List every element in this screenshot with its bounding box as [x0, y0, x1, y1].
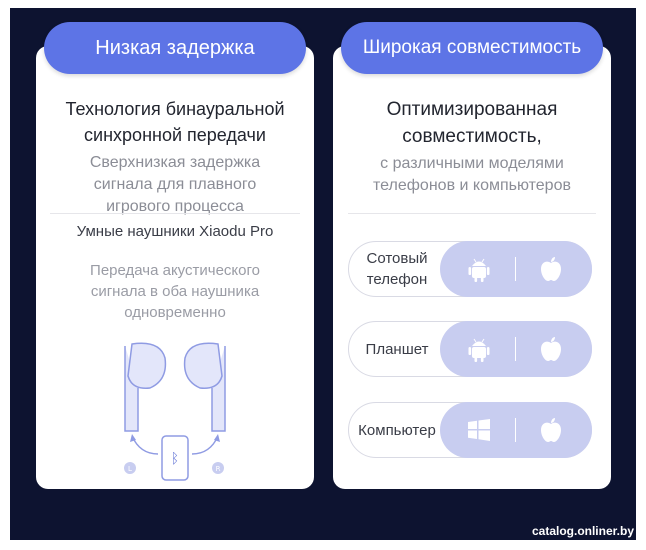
- product-name: Умные наушники Xiaodu Pro: [76, 223, 274, 240]
- right-earbud-icon: [183, 342, 226, 432]
- windows-icon: [468, 419, 490, 441]
- left-title: Технология бинауральной синхронной перед…: [36, 96, 314, 148]
- os-bar: [440, 402, 592, 458]
- left-desc-line3: игрового процесса: [106, 198, 244, 215]
- device-label-line2: телефон: [366, 271, 428, 288]
- right-description: с различными моделями телефонов и компью…: [333, 153, 611, 197]
- left-marker-label: L: [128, 465, 132, 473]
- os-separator: [515, 337, 516, 361]
- compatibility-badge: Широкая совместимость: [341, 22, 603, 74]
- right-desc-line1: с различными моделями: [380, 155, 564, 172]
- left-marker-icon: [124, 462, 136, 474]
- right-title-line1: Оптимизированная: [386, 99, 558, 120]
- apple-icon: [541, 337, 561, 361]
- phone-icon: ᛒ: [161, 435, 189, 481]
- note-line1: Передача акустического: [90, 262, 260, 279]
- right-title-line2: совместимость,: [402, 126, 542, 147]
- device-row-phone: Сотовый телефон: [348, 241, 592, 297]
- right-marker-label: R: [216, 465, 221, 473]
- android-icon: [468, 258, 490, 282]
- svg-text:ᛒ: ᛒ: [171, 451, 179, 467]
- right-desc-line2: телефонов и компьютеров: [373, 177, 571, 194]
- apple-icon: [541, 418, 561, 442]
- left-title-line2: синхронной передачи: [84, 125, 266, 145]
- right-marker-icon: [212, 462, 224, 474]
- device-row-computer: Компьютер: [348, 402, 592, 458]
- device-label: Сотовый телефон: [349, 242, 445, 296]
- left-desc-line1: Сверхнизкая задержка: [89, 154, 261, 171]
- device-label: Планшет: [349, 322, 445, 376]
- left-earbud-icon: [124, 342, 167, 432]
- left-divider: [50, 213, 300, 214]
- low-latency-badge: Низкая задержка: [44, 22, 306, 74]
- note-line2: сигнала в оба наушника: [90, 283, 260, 300]
- apple-icon: [541, 257, 561, 281]
- left-title-line1: Технология бинауральной: [65, 99, 285, 119]
- os-bar: [440, 321, 592, 377]
- binaural-diagram: ᛒ L R: [124, 342, 226, 481]
- low-latency-card: [36, 46, 314, 489]
- device-label-line1: Планшет: [365, 340, 429, 358]
- device-label: Компьютер: [349, 403, 445, 457]
- device-label-line1: Сотовый: [366, 250, 428, 267]
- os-separator: [515, 257, 516, 281]
- watermark: catalog.onliner.by: [531, 524, 634, 538]
- note-line3: одновременно: [124, 304, 226, 321]
- left-desc-line2: сигнала для плавного: [93, 176, 257, 193]
- transmission-note: Передача акустического сигнала в оба нау…: [36, 260, 314, 323]
- os-separator: [515, 418, 516, 442]
- right-title: Оптимизированная совместимость,: [333, 96, 611, 150]
- os-bar: [440, 241, 592, 297]
- device-row-tablet: Планшет: [348, 321, 592, 377]
- right-divider: [348, 213, 596, 214]
- left-description: Сверхнизкая задержка сигнала для плавног…: [36, 152, 314, 218]
- android-icon: [468, 338, 490, 362]
- device-label-line1: Компьютер: [358, 421, 436, 439]
